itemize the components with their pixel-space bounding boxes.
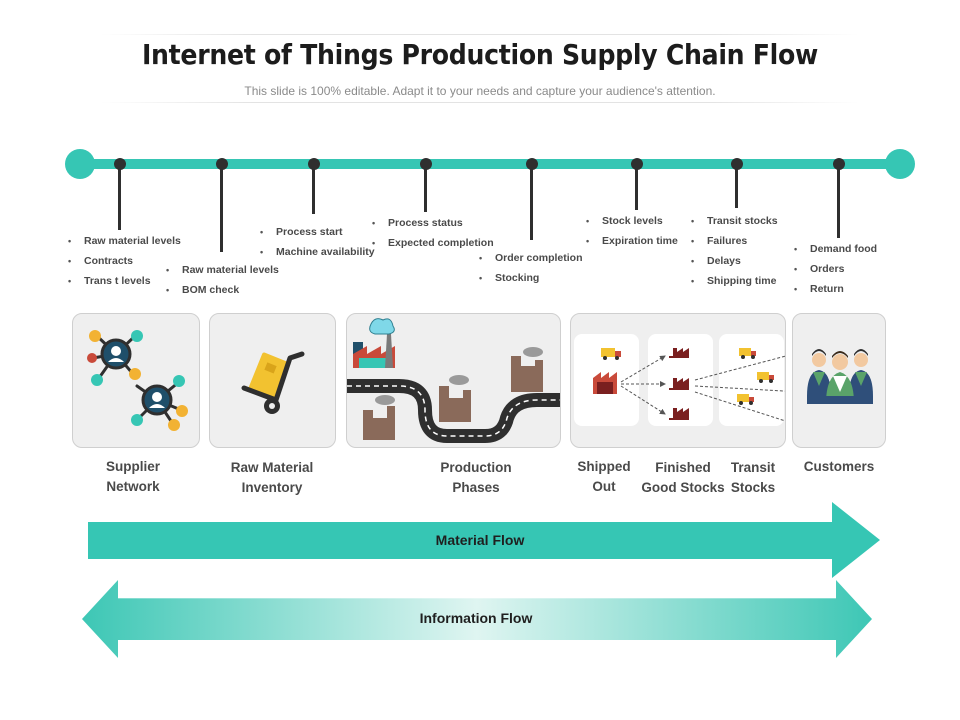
bullet-item: Trans t levels: [66, 271, 181, 291]
information-flow-arrow: [82, 580, 872, 658]
stage-label-transit: Transit Stocks: [720, 458, 786, 498]
stage-label-line: Stocks: [730, 480, 776, 495]
timeline-stem: [312, 166, 315, 214]
bullet-item: BOM check: [164, 280, 279, 300]
information-flow-label: Information Flow: [419, 610, 533, 626]
bullet-item: Stock levels: [584, 211, 678, 231]
timeline-stem: [735, 166, 738, 208]
bullet-group-process-start: Process start Machine availability: [258, 222, 375, 262]
bullet-item: Order completion: [477, 248, 583, 268]
timeline-start-cap: [65, 149, 95, 179]
distribution-card: [570, 313, 786, 448]
bullet-item: Expiration time: [584, 231, 678, 251]
bullet-item: Raw material levels: [66, 231, 181, 251]
stage-label-line: Network: [106, 479, 160, 494]
customers-card: [792, 313, 886, 448]
stage-label-line: Inventory: [241, 480, 303, 495]
bullet-item: Transit stocks: [689, 211, 778, 231]
truck-icon: [601, 348, 621, 360]
material-flow-arrow: [88, 502, 880, 578]
page-subtitle: This slide is 100% editable. Adapt it to…: [244, 84, 716, 98]
stage-label-line: Phases: [452, 480, 500, 495]
stage-label-customers: Customers: [790, 457, 888, 477]
production-road-icon: [347, 318, 560, 443]
stage-label-line: Supplier: [105, 459, 160, 474]
timeline-stem: [530, 166, 533, 240]
timeline-node: [420, 158, 432, 170]
bullet-group-stock: Stock levels Expiration time: [584, 211, 678, 251]
bullet-group-demand: Demand food Orders Return: [792, 239, 877, 299]
timeline-stem: [118, 166, 121, 230]
stage-label-line: Out: [592, 479, 616, 494]
stage-label-line: Finished: [655, 460, 711, 475]
stage-label-shipped: Shipped Out: [568, 457, 640, 497]
stage-label-supplier: Supplier Network: [83, 457, 183, 497]
stage-label-line: Transit: [730, 460, 776, 475]
title-rule-bottom: [100, 102, 860, 103]
customers-group-icon: [807, 349, 873, 404]
bullet-group-process-status: Process status Expected completion: [370, 213, 494, 253]
stage-label-line: Shipped: [577, 459, 631, 474]
bullet-group-order: Order completion Stocking: [477, 248, 583, 288]
timeline-node: [631, 158, 643, 170]
factory-icon: [353, 318, 395, 368]
person-icon: [807, 349, 831, 396]
supplier-network-card: [72, 313, 200, 448]
bullet-item: Raw material levels: [164, 260, 279, 280]
timeline-node: [731, 158, 743, 170]
supplier-network-icon: [87, 330, 188, 431]
bullet-group-supplier: Raw material levels Contracts Trans t le…: [66, 231, 181, 291]
bullet-item: Delays: [689, 251, 778, 271]
timeline-end-cap: [885, 149, 915, 179]
timeline-node: [216, 158, 228, 170]
stage-label-line: Raw Material: [230, 460, 314, 475]
timeline-bar: [80, 159, 900, 169]
raw-material-card: [209, 313, 336, 448]
bullet-group-transit: Transit stocks Failures Delays Shipping …: [689, 211, 778, 291]
bullet-item: Orders: [792, 259, 877, 279]
stage-label-line: Production: [440, 460, 512, 475]
stage-label-line: Good Stocks: [641, 480, 725, 495]
page-title: Internet of Things Production Supply Cha…: [141, 38, 818, 71]
stage-label-production: Production Phases: [416, 458, 536, 498]
stage-label-raw-material: Raw Material Inventory: [212, 458, 332, 498]
bullet-item: Expected completion: [370, 233, 494, 253]
bullet-item: Process status: [370, 213, 494, 233]
hand-truck-icon: [241, 351, 305, 414]
bullet-item: Process start: [258, 222, 375, 242]
production-phases-card: [346, 313, 561, 448]
bullet-item: Machine availability: [258, 242, 375, 262]
timeline-node: [526, 158, 538, 170]
timeline-node: [833, 158, 845, 170]
distribution-diagram: [593, 348, 785, 422]
timeline-stem: [837, 166, 840, 238]
warehouse-icon: [593, 372, 617, 394]
bullet-item: Demand food: [792, 239, 877, 259]
timeline-stem: [424, 166, 427, 212]
bullet-item: Shipping time: [689, 271, 778, 291]
stage-label-finished: Finished Good Stocks: [638, 458, 728, 498]
bullet-item: Failures: [689, 231, 778, 251]
timeline-stem: [220, 166, 223, 252]
timeline-node: [114, 158, 126, 170]
bullet-item: Stocking: [477, 268, 583, 288]
stage-label-line: Customers: [803, 459, 875, 474]
title-rule-top: [100, 34, 860, 35]
material-flow-label: Material Flow: [435, 532, 525, 548]
bullet-item: Contracts: [66, 251, 181, 271]
bullet-item: Return: [792, 279, 877, 299]
timeline-node: [308, 158, 320, 170]
timeline-stem: [635, 166, 638, 210]
bullet-group-raw-material: Raw material levels BOM check: [164, 260, 279, 300]
